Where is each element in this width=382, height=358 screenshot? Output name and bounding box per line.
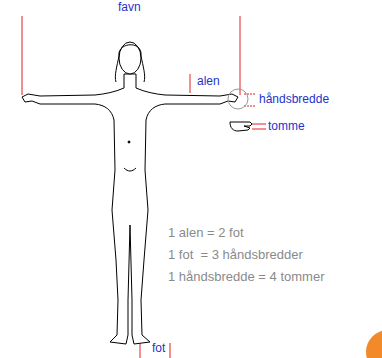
- measure-lines: [22, 16, 266, 358]
- conversion-note: 1 fot = 3 håndsbredder: [168, 248, 303, 262]
- hand-icon: [230, 122, 252, 131]
- dimension-label: fot: [152, 342, 165, 355]
- dimension-label: favn: [118, 1, 141, 14]
- corner-disc: [366, 330, 382, 358]
- hand-highlight: [228, 89, 248, 109]
- dimension-label: alen: [197, 75, 220, 88]
- dimension-label: håndsbredde: [259, 93, 329, 106]
- conversion-note: 1 håndsbredde = 4 tommer: [168, 270, 324, 284]
- conversion-note: 1 alen = 2 fot: [168, 226, 244, 240]
- dimension-label: tomme: [268, 120, 305, 133]
- human-figure: [22, 42, 238, 344]
